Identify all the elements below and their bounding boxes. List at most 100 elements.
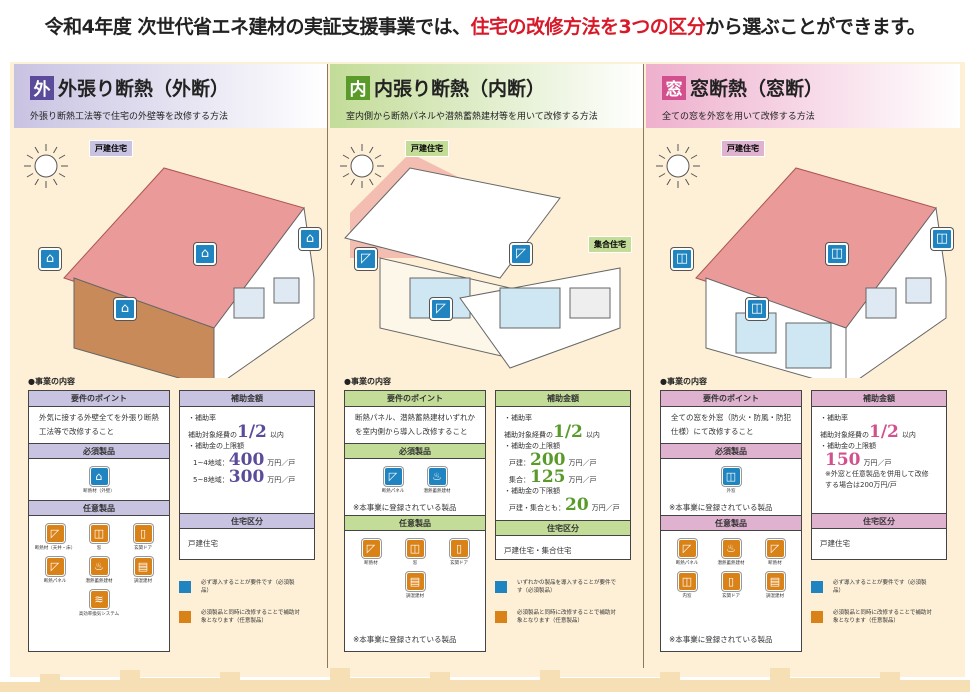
legend-text: 必須製品と同時に改修することで補助対象となります（任意製品） [517, 610, 616, 624]
panel-category-badge: 外 [30, 75, 54, 100]
rate-value: 1/2 [553, 422, 583, 442]
panel-header: 外外張り断熱（外断）外張り断熱工法等で住宅の外壁等を改修する方法 [14, 64, 327, 128]
required-products: ⌂断熱材（外壁） [29, 459, 169, 500]
legend-optional: 必須製品と同時に改修することで補助対象となります（任意製品） [495, 609, 617, 625]
optional-product: ◸ 断熱パネル [35, 557, 75, 584]
panel-window: 窓窓断熱（窓断）全ての窓を外窓を用いて改修する方法戸建住宅◫◫◫◫●事業の内容要… [646, 64, 960, 668]
section-label: ●事業の内容 [28, 377, 75, 386]
housing-type-header: 住宅区分 [812, 513, 946, 529]
house-illustration-area: 戸建住宅集合住宅◸◸◸ [330, 128, 644, 378]
requirement-point-text: 外気に接する外壁全てを外張り断熱工法等で改修すること [39, 413, 159, 436]
house-illustration [344, 153, 621, 369]
rate-pre: 補助対象経費の [820, 431, 869, 439]
required-products: ◸ 断熱パネル ♨ 潜熱蓄熱建材 [345, 459, 485, 500]
house-type-label: 戸建住宅 [405, 140, 449, 157]
house-icon: ⌂ [89, 467, 109, 486]
panel-category-badge: 内 [346, 75, 370, 100]
product-name: 潜熱蓄熱建材 [423, 489, 451, 494]
product-name: 窓 [96, 546, 102, 551]
legend-required: いずれかの製品を導入することが要件です（必須製品） [495, 579, 617, 595]
product-name: 玄関ドア [450, 561, 468, 566]
product-name: 調湿建材 [766, 594, 784, 599]
legend-text: 必ず導入することが要件です（必須製品） [201, 580, 295, 594]
limit-unit: 万円／戸 [863, 459, 892, 467]
panel-header: 窓窓断熱（窓断）全ての窓を外窓を用いて改修する方法 [646, 64, 960, 128]
requirements-box: 要件のポイント全ての窓を外窓（防火・防風・防犯仕様）にて改修すること必須製品◫外… [660, 390, 802, 652]
requirements-box: 要件のポイント断熱パネル、潜熱蓄熱建材いずれかを室内側から導入し改修すること必須… [344, 390, 486, 652]
rate-post: 以内 [269, 431, 284, 439]
insulation-panel-icon: ◸ [677, 539, 697, 558]
optional-product: ▯玄関ドア [123, 524, 163, 551]
window-icon: ◫ [89, 524, 109, 543]
legend-swatch [179, 611, 191, 623]
window-icon: ◫ [721, 467, 741, 486]
legend-required: 必ず導入することが要件です（必須製品） [179, 579, 301, 595]
window-icon: ◫ [405, 539, 425, 558]
insulation-panel-icon: ◸ [45, 557, 65, 576]
subsidy-header: 補助金額 [812, 391, 946, 407]
window-icon: ◫ [677, 572, 697, 591]
requirement-point-text: 全ての窓を外窓（防火・防風・防犯仕様）にて改修すること [671, 413, 791, 436]
housing-type: 戸建住宅 [820, 539, 850, 548]
limit-label: 1~4地域： [193, 459, 229, 467]
optional-product: ◸断熱材 [351, 539, 391, 566]
optional-product: ◸断熱材（天井・床） [35, 524, 75, 551]
insulation-icon: ◸ [765, 539, 785, 558]
product-marker-icon: ◸ [430, 298, 452, 320]
product-marker-icon: ⌂ [299, 228, 321, 250]
legend-swatch [495, 581, 507, 593]
limit-unit: 万円／戸 [591, 504, 620, 512]
rate-label: ・補助率 [820, 414, 848, 422]
optional-product: ♨潜熱蓄熱建材 [79, 557, 119, 584]
optional-product: ≋高効率換気システム [79, 590, 119, 617]
panel-inner: 内内張り断熱（内断）室内側から断熱パネルや潜熱蓄熱建材等を用いて改修する方法戸建… [330, 64, 644, 668]
product-name: 断熱パネル [381, 489, 405, 494]
limit-value: 200 [530, 450, 566, 470]
legend-swatch [495, 611, 507, 623]
door-icon: ▯ [449, 539, 469, 558]
city-skyline [0, 668, 970, 692]
limit-value: 150 [825, 450, 861, 470]
sun-icon [24, 144, 68, 188]
panel-subtitle: 外張り断熱工法等で住宅の外壁等を改修する方法 [30, 112, 229, 122]
house-illustration [63, 167, 315, 389]
optional-product: ▯玄関ドア [711, 572, 751, 599]
limit-unit: 万円／戸 [568, 459, 597, 467]
requirement-point-text: 断熱パネル、潜熱蓄熱建材いずれかを室内側から導入し改修すること [355, 413, 475, 436]
insulation-icon: ◸ [361, 539, 381, 558]
limit-label: 戸建： [509, 459, 530, 467]
house-illustration [695, 167, 947, 389]
product-name: 断熱パネル [43, 579, 67, 584]
product-marker-icon: ◫ [746, 298, 768, 320]
limit-unit: 万円／戸 [267, 476, 296, 484]
title-text: 令和4年度 次世代省エネ建材の実証支援事業では、 [44, 16, 471, 38]
requirements-box: 要件のポイント外気に接する外壁全てを外張り断熱工法等で改修すること必須製品⌂断熱… [28, 390, 170, 652]
product-name: 潜熱蓄熱建材 [85, 579, 113, 584]
required-products: ◫外窓 [661, 459, 801, 500]
insulation-panel-icon: ◸ [383, 467, 403, 486]
insulation-icon: ◸ [45, 524, 65, 543]
panel-subtitle: 室内側から断熱パネルや潜熱蓄熱建材等を用いて改修する方法 [346, 112, 598, 122]
sun-icon [340, 144, 384, 188]
requirement-point-header: 要件のポイント [345, 391, 485, 407]
panel-title: 窓窓断熱（窓断） [662, 74, 960, 101]
ventilation-icon: ≋ [89, 590, 109, 609]
optional-products-header: 任意製品 [661, 515, 801, 531]
optional-products: ◸断熱パネル♨潜熱蓄熱建材◸断熱材◫内窓▯玄関ドア▤調湿建材 [661, 531, 801, 605]
upper-limit-label: ・補助金の上限額 [188, 442, 244, 450]
rate-value: 1/2 [237, 422, 267, 442]
housing-type: 戸建住宅 [188, 539, 218, 548]
legend-swatch [179, 581, 191, 593]
heat-storage-icon: ♨ [427, 467, 447, 486]
product-marker-icon: ◸ [355, 248, 377, 270]
